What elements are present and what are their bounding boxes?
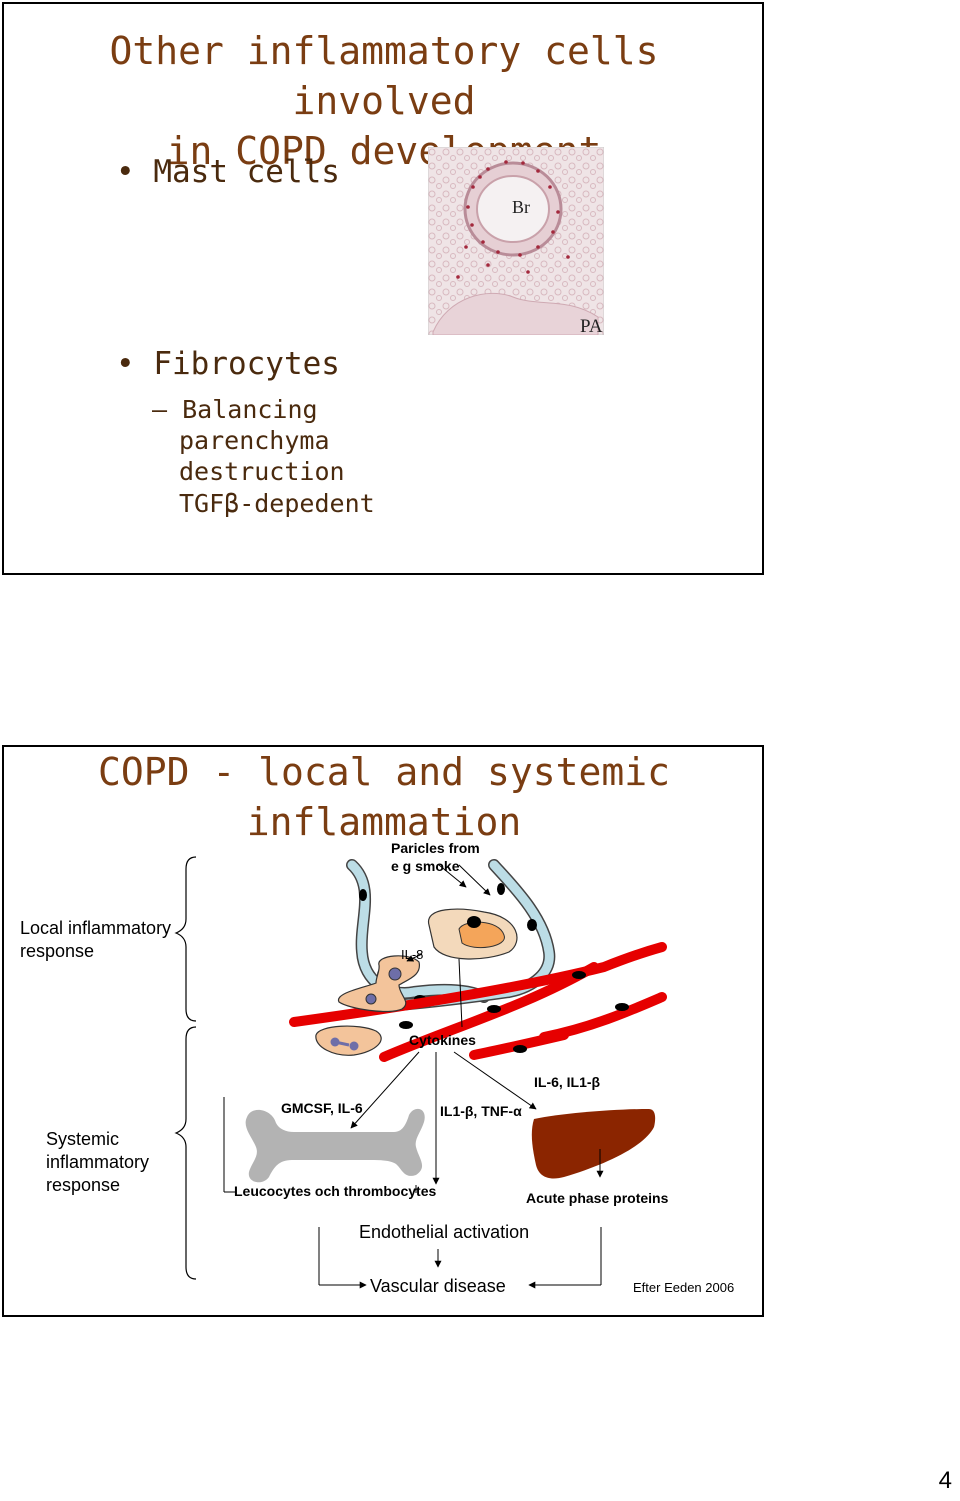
fibrocytes-subitem: – Balancing [152,395,318,424]
lung-histology-image: Br [428,147,604,335]
systemic-brace [174,1026,197,1280]
acute-phase-label: Acute phase proteins [526,1190,669,1206]
local-brace [174,856,197,1022]
particles-line2: e g smoke [391,858,460,874]
slide1-title-line1: Other inflammatory cells involved [109,29,659,123]
systemic-line2: inflammatory [46,1152,150,1172]
slide2-title-line2: inflammation [246,800,522,844]
leucocytes-label: Leucocytes och thrombocytes [234,1183,437,1199]
systemic-line1: Systemic [46,1129,120,1149]
il6-il1b-label: IL-6, IL1-β [534,1074,601,1090]
liver-shape [531,1109,656,1179]
endothelial-label: Endothelial activation [359,1222,530,1242]
bone-marrow-shape [245,1108,425,1183]
particles-line1: Paricles from [391,840,480,856]
il1b-tnfa-label: IL1-β, TNF-α [440,1103,522,1119]
bullet-mast-cells: • Mast cells [116,154,340,190]
neutrophil-cell-lower [315,1025,382,1056]
slide2-title-line1: COPD - local and systemic [98,750,670,794]
vascular-label: Vascular disease [370,1276,506,1296]
slide-copd-local-systemic: COPD - local and systemic inflammation P… [2,745,764,1317]
citation-label: Efter Eeden 2006 [633,1280,735,1295]
local-line2: response [20,941,95,961]
slide-other-inflammatory-cells: Other inflammatory cells involved in COP… [2,2,764,575]
bullet-fibrocytes: • Fibrocytes [116,346,340,382]
sub-tgfb: TGFβ-depedent [179,489,375,518]
slide2-title: COPD - local and systemic inflammation [14,747,754,847]
particles-label: Paricles from e g smoke [391,839,480,875]
inflammation-diagram [174,856,667,1289]
sub-balancing: Balancing [182,395,318,424]
systemic-response-label: Systemic inflammatory response [46,1128,149,1197]
sub-destruction: destruction [179,457,345,486]
cytokines-label: Cytokines [409,1032,476,1048]
il8-label: IL-8 [401,947,424,962]
histology-label-br: Br [512,197,530,217]
sub-parenchyma: parenchyma [179,426,330,455]
local-response-label: Local inflammatory response [20,917,171,963]
blood-vessel-upper [379,962,599,1062]
systemic-line3: response [46,1175,121,1195]
gmcsf-label: GMCSF, IL-6 [281,1100,363,1116]
histology-label-pa: PA [580,316,603,337]
bullet-mast-cells-label: Mast cells [153,154,340,190]
bullet-fibrocytes-label: Fibrocytes [153,346,340,382]
blood-vessel-lower [289,942,667,1027]
local-line1: Local inflammatory [20,918,172,938]
page-number: 4 [938,1467,952,1494]
